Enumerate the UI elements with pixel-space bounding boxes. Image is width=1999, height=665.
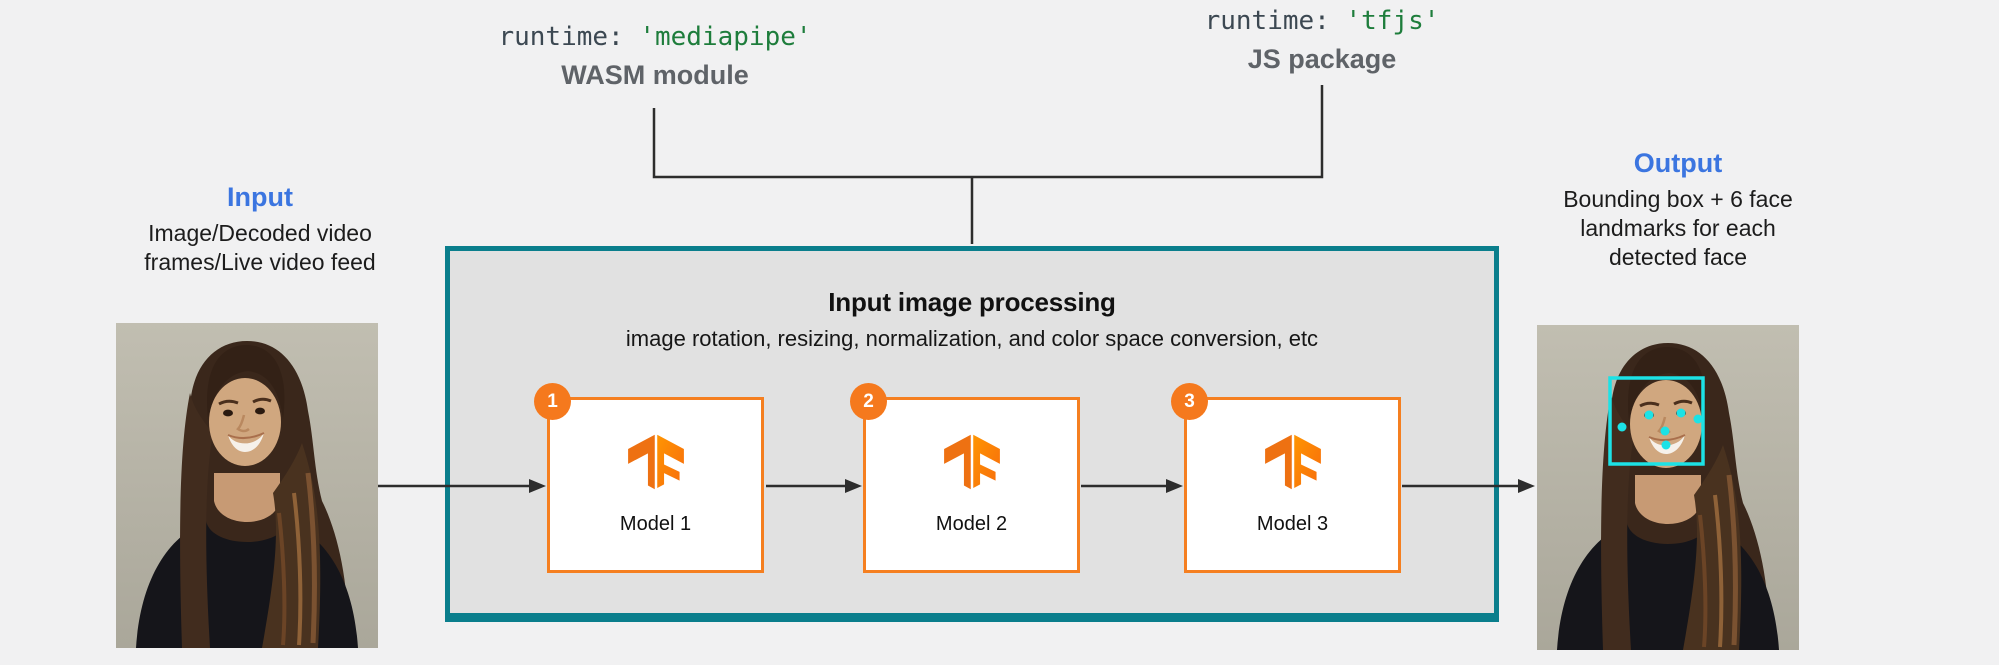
output-caption: Bounding box + 6 face landmarks for each… (1563, 186, 1793, 270)
model-card-2: 2 Model 2 (850, 383, 1080, 573)
code-prefix: runtime: (498, 22, 640, 52)
model-label-3: Model 3 (1256, 512, 1329, 535)
model-card-3: 3 Model 3 (1171, 383, 1401, 573)
output-title: Output (1633, 148, 1723, 178)
step-badge-2: 2 (850, 383, 887, 420)
tensorflow-logo-icon (943, 434, 1000, 489)
arrowhead (1518, 479, 1535, 493)
code-value: 'tfjs' (1345, 6, 1440, 36)
tensorflow-logo-icon (627, 434, 684, 489)
input-caption: Image/Decoded video frames/Live video fe… (144, 220, 376, 275)
runtime-bracket-line (652, 85, 1324, 179)
input-photo (116, 323, 378, 648)
step-badge-3: 3 (1171, 383, 1208, 420)
model-card-1: 1 Model 1 (534, 383, 764, 573)
input-title: Input (227, 182, 293, 212)
step-badge-1: 1 (534, 383, 571, 420)
model-label-1: Model 1 (619, 512, 692, 535)
face-bounding-box (1608, 376, 1705, 466)
face-landmark-dots (1617, 408, 1703, 450)
runtime-mediapipe-block: runtime: 'mediapipe' WASM module (395, 22, 915, 91)
tensorflow-logo-icon (1264, 434, 1321, 489)
runtime-mediapipe-code: runtime: 'mediapipe' (395, 22, 915, 52)
runtime-tfjs-block: runtime: 'tfjs' JS package (1062, 6, 1582, 75)
js-package-label: JS package (1247, 44, 1397, 74)
output-photo (1537, 325, 1799, 650)
processing-title: Input image processing (828, 287, 1116, 317)
processing-subtitle: image rotation, resizing, normalization,… (625, 326, 1319, 351)
model-label-2: Model 2 (935, 512, 1008, 535)
code-value: 'mediapipe' (639, 22, 812, 52)
wasm-module-label: WASM module (561, 60, 749, 90)
input-label-block: Input Image/Decoded video frames/Live vi… (60, 182, 460, 277)
runtime-tfjs-code: runtime: 'tfjs' (1062, 6, 1582, 36)
output-label-block: Output Bounding box + 6 face landmarks f… (1478, 148, 1878, 272)
code-prefix: runtime: (1204, 6, 1346, 36)
